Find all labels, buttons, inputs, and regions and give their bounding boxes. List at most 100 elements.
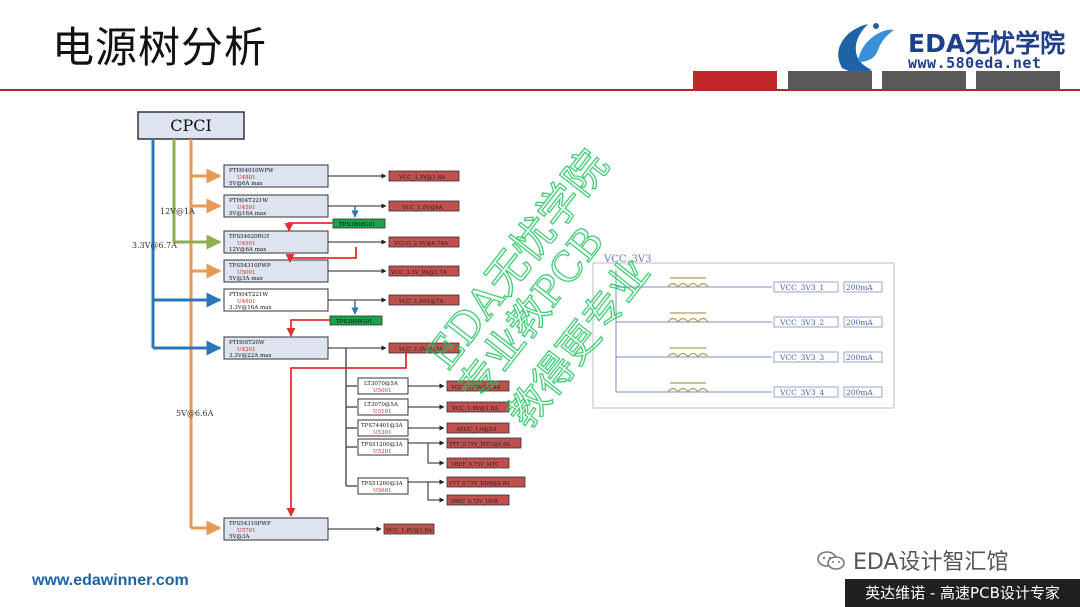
regulator-3-rating: 5V@3A max [229, 275, 264, 282]
header-divider [0, 89, 1080, 91]
ldo-out-label-4: VREF_0.75V_MTC [450, 462, 499, 468]
rail-wires [151, 139, 222, 536]
logo-text: EDA无忧学院 [908, 29, 1066, 58]
ldo-0-name: LT3070@5A [364, 380, 399, 387]
output-label-6: VCC_1.8V@1.8A [385, 527, 433, 534]
regulator-0-name: PTH04010WPW [229, 168, 274, 174]
ldo-4-ref: U5601 [373, 488, 392, 494]
vcc-block-frame [592, 262, 895, 409]
slide-title: 电源树分析 [52, 23, 268, 72]
ldo-out-box-1: VCC_1.8V@1.8A [446, 401, 510, 413]
ldo-out-box-4: VREF_0.75V_MTC [446, 457, 510, 469]
ldo-3-ref: U5201 [373, 449, 392, 455]
ldo-0: LT3070@5A U5001 [357, 377, 409, 395]
output-box-6: VCC_1.8V@1.8A [383, 523, 435, 535]
vcc-block-header: VCC_3V3 [603, 254, 651, 265]
ldo-3: TPS51200@3A U5201 [357, 438, 409, 456]
wechat-account-name: EDA设计智汇馆 [853, 550, 1009, 575]
output-label-3: VCC_3.3V_PA@1.7A [390, 269, 448, 276]
regulator-6-ref: U5701 [237, 528, 256, 534]
ldo-out-label-0: VCC_1.25V@1.8A [450, 384, 502, 391]
vcc-row-3: VCC_3V3_4 200mA [773, 386, 883, 398]
vcc-row-2: VCC_3V3_3 200mA [773, 351, 883, 363]
ldo-2-ref: U5301 [373, 430, 392, 436]
logo-url: www.580eda.net [908, 54, 1042, 72]
vcc-row-2-name: VCC_3V3_3 [779, 353, 824, 362]
ldo-4: TPS51200@3A U5601 [357, 477, 409, 495]
regulator-4-ref: U4601 [237, 299, 256, 305]
regulator-0: PTH04010WPW U4801 5V@6A max [223, 164, 329, 188]
ldo-out-label-1: VCC_1.8V@1.8A [451, 405, 499, 412]
regulator-2-name: TPS54620RGY [229, 234, 270, 240]
header-bar-gray-1 [788, 71, 872, 89]
ldo-out-label-2: AVCC_1.0@2A [455, 426, 498, 433]
output-box-5: VCC_1.0V@10A [388, 342, 460, 354]
ldo-out-box-2: AVCC_1.0@2A [446, 422, 510, 434]
output-box-4: VCC_1.05V@7A [388, 294, 460, 306]
sequencing-wires [284, 222, 407, 517]
regulator-3-ref: U5001 [237, 270, 256, 276]
green-tag-0: TPS3808G01 [332, 218, 386, 229]
ldo-3-name: TPS51200@3A [361, 441, 404, 448]
ldo-out-box-5: VTT_0.75V_DDR@0.8A [446, 476, 526, 488]
ldo-1: LT3070@5A U5101 [357, 398, 409, 416]
regulator-4-rating: 3.3V@16A max [229, 304, 272, 311]
header-bar-gray-3 [976, 71, 1060, 89]
ldo-2-name: TPS74401@3A [361, 422, 404, 429]
ldo-1-ref: U5101 [373, 409, 392, 415]
output-box-0: VCC_3.3V@1.8A [388, 170, 460, 182]
footer-brand: 英达维诺 - 高速PCB设计专家 [845, 579, 1080, 607]
regulator-4-name: PTH04T221W [229, 292, 268, 298]
regulator-6-name: TPS54310PWP [229, 521, 271, 527]
ldo-out-label-5: VTT_0.75V_DDR@0.8A [448, 480, 510, 487]
vcc-row-1-current: 200mA [846, 318, 873, 327]
regulator-2-ref: U4901 [237, 241, 256, 247]
vcc-row-0-current: 200mA [846, 283, 873, 292]
ldo-out-box-6: VREF_0.75V_DDR [446, 494, 510, 506]
eda-logo-icon [838, 23, 894, 73]
vcc-row-1: VCC_3V3_2 200mA [773, 316, 883, 328]
vcc-row-3-current: 200mA [846, 388, 873, 397]
wechat-account: EDA设计智汇馆 [816, 544, 1009, 576]
ldo-out-box-0: VCC_1.25V@1.8A [446, 380, 510, 392]
vcc-row-2-current: 200mA [846, 353, 873, 362]
green-tag-1-label: TPS3808G01 [336, 319, 373, 325]
ldo-out-label-6: VREF_0.75V_DDR [449, 499, 499, 505]
regulator-5-ref: U4201 [237, 347, 256, 353]
footer-url: www.edawinner.com [32, 572, 189, 589]
output-label-0: VCC_3.3V@1.8A [398, 174, 446, 181]
wechat-icon [817, 551, 845, 570]
ldo-1-name: LT3070@5A [364, 401, 399, 408]
green-tag-0-label: TPS3808G01 [339, 222, 376, 228]
vcc-block-wires [615, 270, 772, 393]
rail-label-5v: 5V@6.6A [176, 409, 214, 418]
vcc-row-1-name: VCC_3V3_2 [779, 318, 824, 327]
ferrite-bead-icons [667, 277, 709, 394]
rail-label-3v3: 3.3V@6.7A [132, 241, 177, 250]
cpci-source-label: CPCI [170, 116, 212, 135]
vcc-row-0: VCC_3V3_1 200mA [773, 281, 883, 293]
ldo-4-name: TPS51200@3A [361, 480, 404, 487]
regulator-3-name: TPS54310PWP [229, 263, 271, 269]
output-label-2: VCCO_2.5V@6.76A [393, 240, 449, 247]
ldo-0-ref: U5001 [373, 388, 392, 394]
regulator-3: TPS54310PWP U5001 5V@3A max [223, 259, 329, 283]
cpci-source-box [137, 111, 245, 140]
header-bar-gray-2 [882, 71, 966, 89]
regulator-1-name: PTH04T221W [229, 198, 268, 204]
regulator-2: TPS54620RGY U4901 12V@6A max [223, 230, 329, 254]
regulator-5: PTH08T20W U4201 3.3V@22A max [223, 336, 329, 360]
output-label-5: VCC_1.0V@10A [398, 346, 444, 353]
ldo-out-box-3: VTT_0.75V_MTC@0.8A [446, 437, 522, 449]
ldo-2: TPS74401@3A U5301 [357, 419, 409, 437]
vcc-row-3-name: VCC_3V3_4 [779, 388, 824, 397]
regulator-1-rating: 5V@16A max [229, 210, 267, 217]
regulator-5-name: PTH08T20W [229, 340, 265, 346]
regulator-6-rating: 5V@3A [229, 533, 250, 540]
regulator-output-wires [328, 173, 387, 532]
green-tag-1: TPS3808G01 [329, 315, 383, 326]
regulator-0-ref: U4801 [237, 175, 256, 181]
regulator-5-rating: 3.3V@22A max [229, 352, 272, 359]
